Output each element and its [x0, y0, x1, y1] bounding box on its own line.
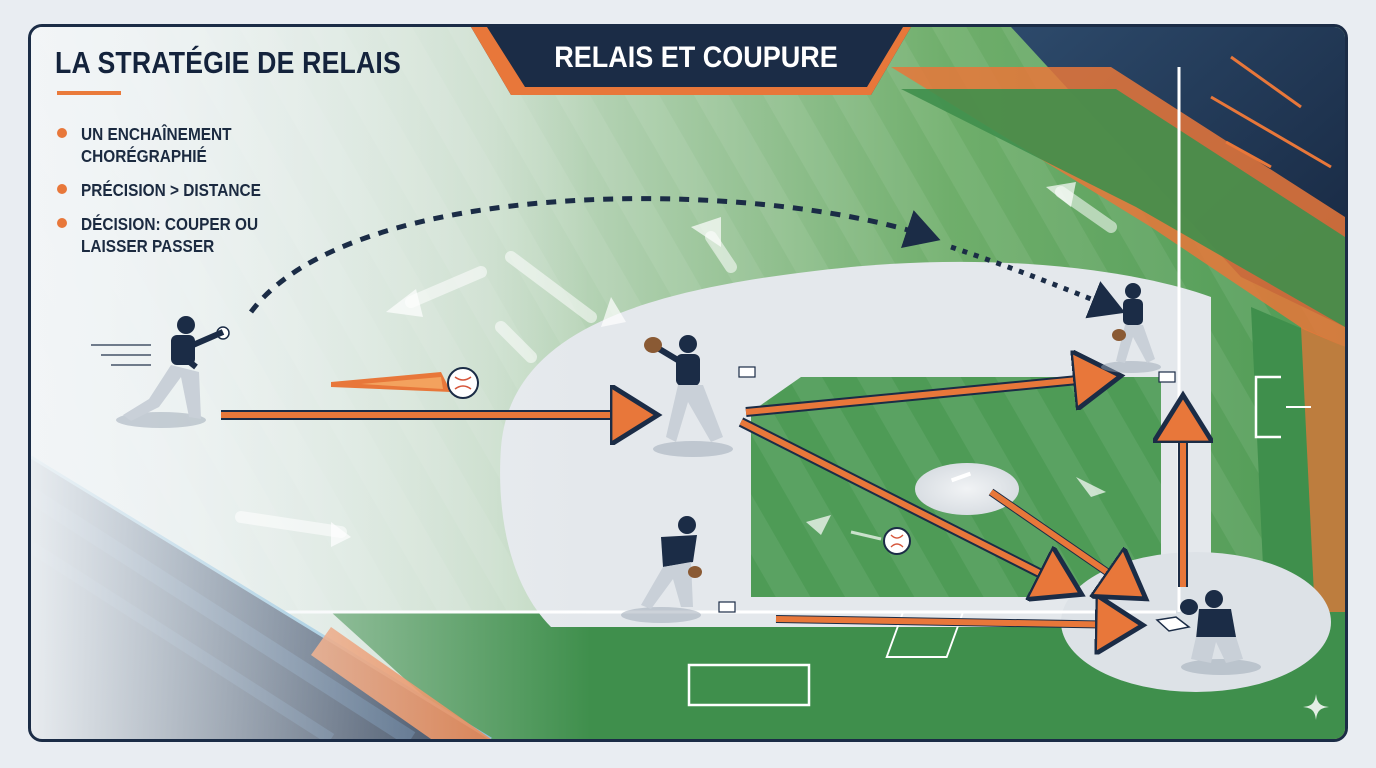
key-point-text: PRÉCISION > DISTANCE: [81, 179, 310, 201]
first-base: [1159, 372, 1175, 382]
pitchers-mound: [915, 463, 1019, 515]
key-point: UN ENCHAÎNEMENT CHORÉGRAPHIÉ: [55, 123, 341, 167]
third-base: [719, 602, 735, 612]
key-point-text: UN ENCHAÎNEMENT CHORÉGRAPHIÉ: [81, 123, 310, 167]
bullet-dot-icon: [57, 128, 67, 138]
info-panel: LA STRATÉGIE DE RELAIS UN ENCHAÎNEMENT C…: [31, 27, 501, 277]
sparkle-icon: [1301, 692, 1331, 722]
bullet-dot-icon: [57, 218, 67, 228]
key-point: PRÉCISION > DISTANCE: [55, 179, 341, 201]
key-point: DÉCISION: COUPER OU LAISSER PASSER: [55, 213, 341, 257]
bullet-dot-icon: [57, 184, 67, 194]
banner-title: RELAIS ET COUPURE: [498, 41, 894, 75]
infographic-frame: LA STRATÉGIE DE RELAIS UN ENCHAÎNEMENT C…: [28, 24, 1348, 742]
second-base: [739, 367, 755, 377]
title-underline: [57, 91, 121, 95]
page-title: LA STRATÉGIE DE RELAIS: [55, 45, 401, 81]
key-points-list: UN ENCHAÎNEMENT CHORÉGRAPHIÉ PRÉCISION >…: [55, 123, 341, 269]
key-point-text: DÉCISION: COUPER OU LAISSER PASSER: [81, 213, 310, 257]
